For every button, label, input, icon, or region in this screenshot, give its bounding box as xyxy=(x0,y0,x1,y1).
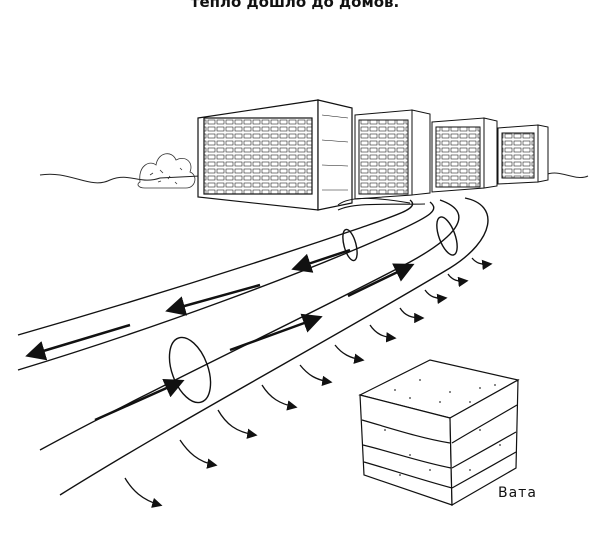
arrow-icon xyxy=(30,250,410,420)
building-icon-2 xyxy=(355,110,430,199)
building-icon-3 xyxy=(432,118,497,192)
cotton-label: Вата xyxy=(498,485,537,501)
cotton-block-icon xyxy=(360,360,518,505)
building-icon-4 xyxy=(498,125,548,184)
horizon-line xyxy=(40,174,200,183)
tree-icon xyxy=(138,154,195,188)
building-icon-1 xyxy=(198,100,352,210)
